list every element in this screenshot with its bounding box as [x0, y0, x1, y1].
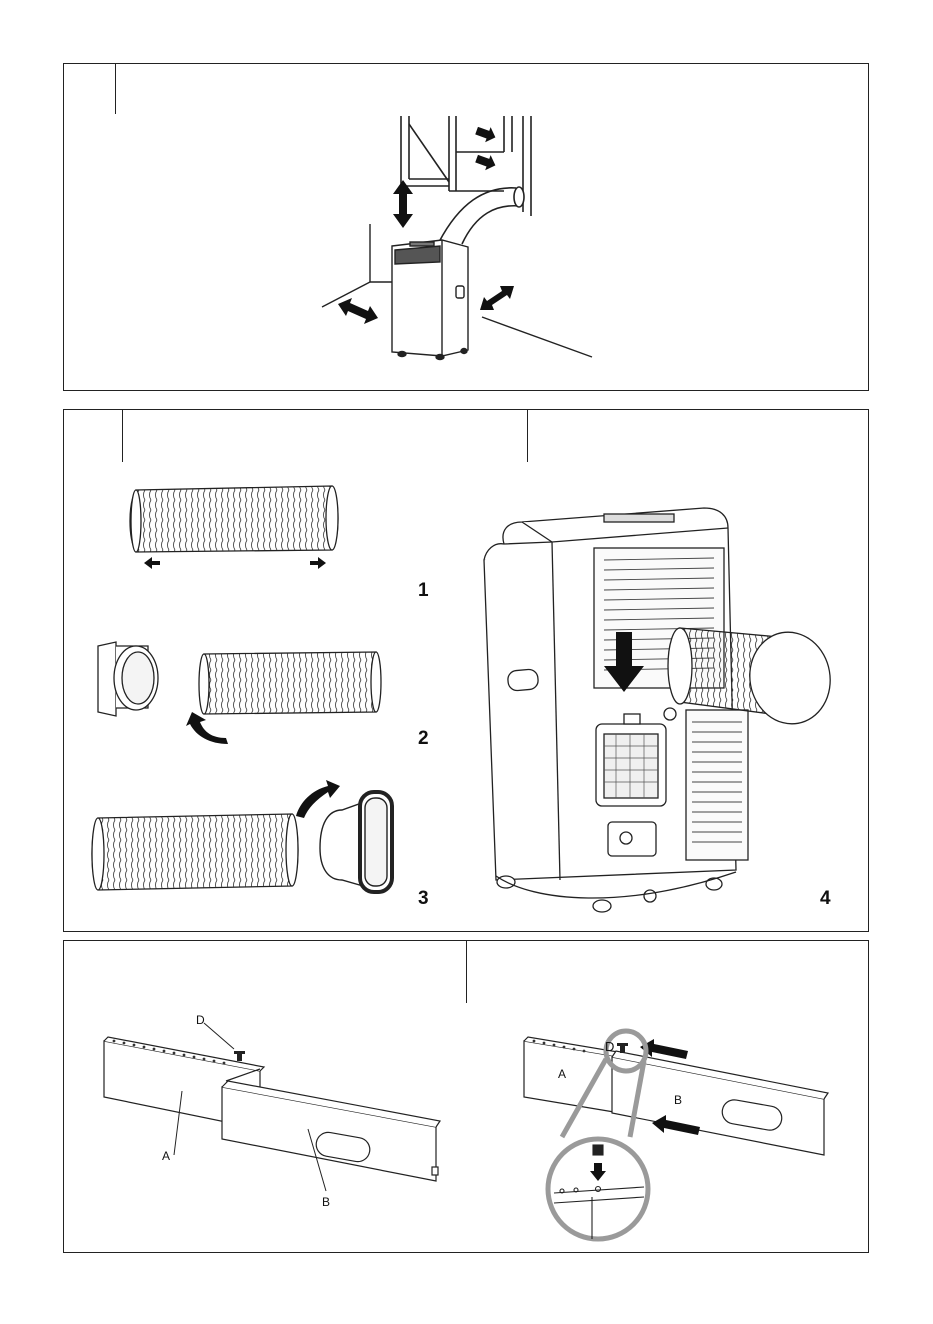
step1-stretch-arrows [144, 557, 326, 569]
ac-unit-small [392, 240, 468, 360]
step2-wall-adapter [98, 642, 158, 716]
airflow-arrows [474, 123, 498, 173]
side-clearance-arrow-right [480, 286, 514, 310]
step2-hose [199, 652, 381, 714]
step-number-1: 1 [418, 580, 429, 602]
exhaust-hose [439, 187, 524, 244]
step-number-4: 4 [820, 888, 831, 910]
label-a-left: A [162, 1149, 170, 1163]
label-b-left: B [322, 1195, 330, 1209]
vertical-clearance-arrow [393, 180, 413, 228]
label-b-right: B [674, 1093, 682, 1107]
side-clearance-arrow-left [338, 298, 378, 324]
window-kit-illustration [64, 941, 870, 1254]
label-a-right: A [558, 1067, 566, 1081]
placement-illustration [64, 64, 870, 392]
label-d-leader-left [204, 1023, 234, 1049]
panel-hose-assembly: 1 2 3 4 [63, 409, 869, 932]
step-number-3: 3 [418, 888, 429, 910]
step2-rotate-arrow [186, 712, 228, 744]
window-frame [401, 116, 531, 216]
step3-window-adapter [320, 792, 392, 892]
screw-d-left [234, 1051, 245, 1061]
hose-assembly-illustration [64, 410, 870, 933]
label-d-right: D [605, 1039, 614, 1054]
step-number-2: 2 [418, 728, 429, 750]
slider-panel-b-left [222, 1069, 440, 1181]
label-d-left: D [196, 1013, 205, 1027]
panel-window-kit: D A B D A B [63, 940, 869, 1253]
step1-hose [130, 486, 338, 552]
panel-placement [63, 63, 869, 391]
ac-unit-rear [484, 508, 748, 912]
step3-hose [92, 814, 298, 890]
